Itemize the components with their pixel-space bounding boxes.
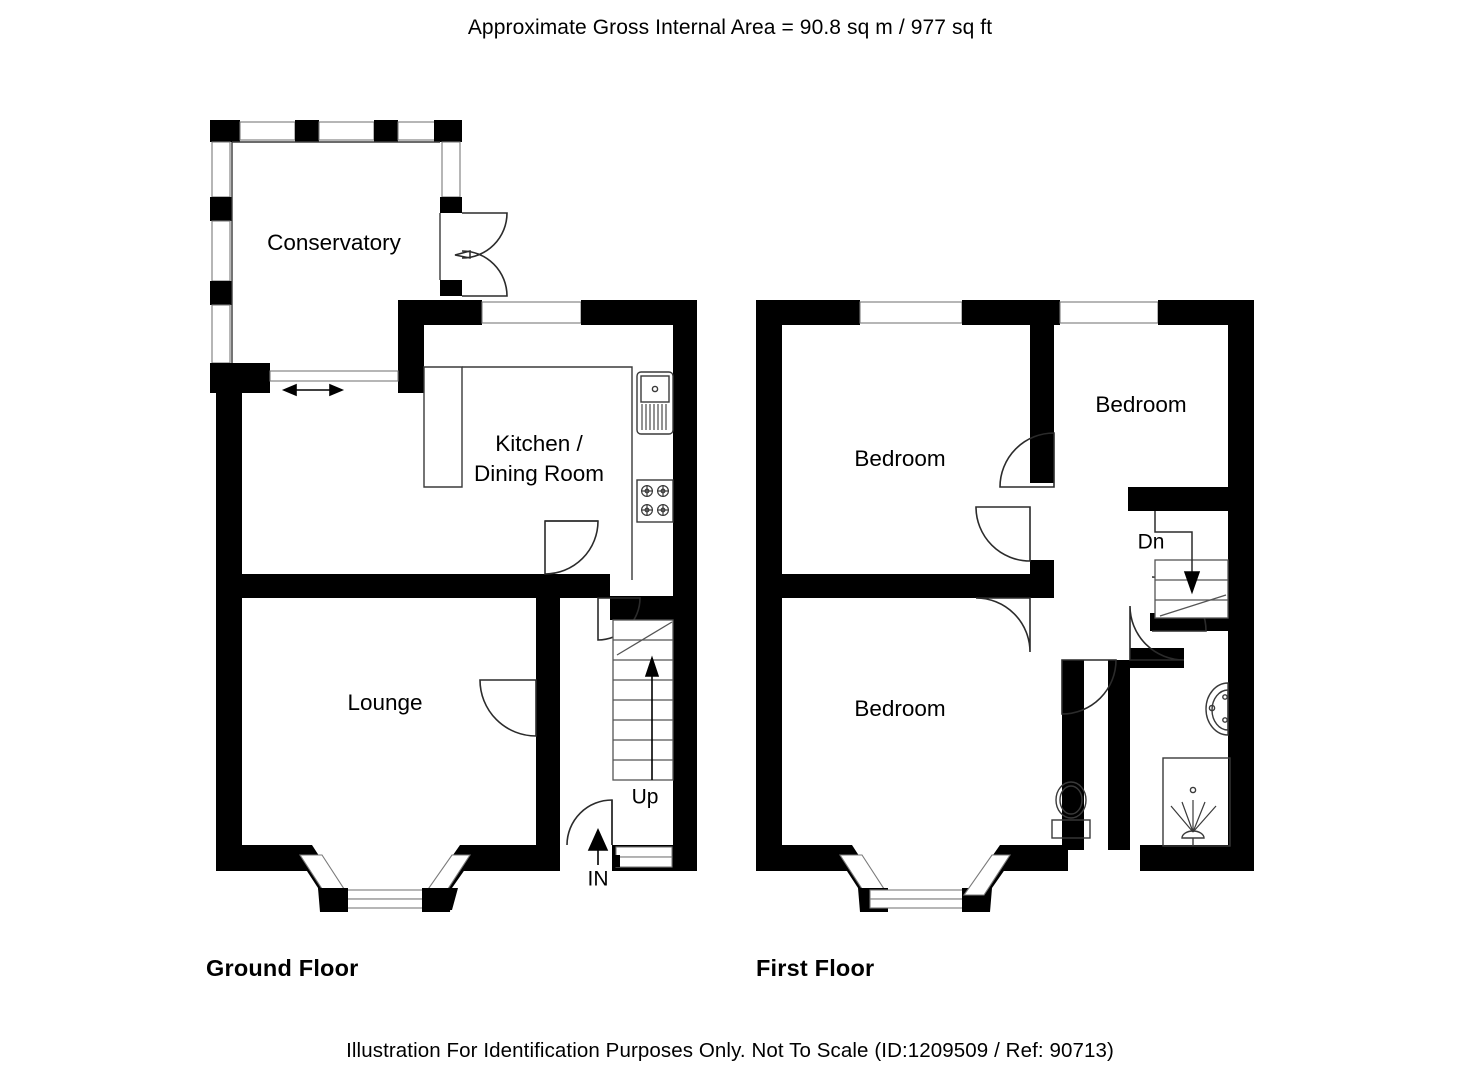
conservatory-french-door[interactable] [454,212,508,297]
wc-icon [1051,781,1091,839]
room-label-lounge: Lounge [347,690,422,715]
first-bay-window [830,845,1022,912]
room-label-bedroom-1: Bedroom [854,446,945,471]
conservatory-structure [210,120,462,393]
stair-down-label: Dn [1138,531,1165,554]
lounge-bay-window [290,845,482,912]
first-outer-walls [756,300,1254,871]
entrance-arrow-icon [587,828,609,865]
room-label-bedroom-3: Bedroom [854,696,945,721]
room-label-conservatory: Conservatory [267,230,402,255]
patio-sliding-door[interactable] [269,370,399,397]
ground-floor-caption: Ground Floor [206,955,359,981]
kitchen-counter [423,366,463,488]
entrance-in-label: IN [588,868,609,891]
footer-disclaimer: Illustration For Identification Purposes… [346,1039,1114,1062]
first-internal-walls [756,325,1254,850]
staircase-up [612,619,674,781]
lounge-door[interactable] [479,679,537,737]
first-floor-caption: First Floor [756,955,875,981]
conservatory-inner-line [231,141,441,363]
ground-floor-plan: Conservatory Kitchen / Dining Room Loung… [210,120,697,912]
first-floor-plan: Bedroom Bedroom Bedroom Dn [756,300,1254,912]
kitchen-worktop [462,366,633,580]
room-label-bedroom-2: Bedroom [1095,392,1186,417]
room-label-kitchen-line2: Dining Room [474,461,604,486]
stair-up-label: Up [632,786,659,809]
ground-internal-walls [216,574,673,845]
wash-basin-icon [1205,682,1229,736]
staircase-down [1154,511,1229,619]
kitchen-sink-icon [636,371,674,435]
front-door[interactable] [566,799,673,868]
kitchen-hob-icon [636,479,674,523]
shower-icon [1162,757,1231,847]
room-label-kitchen-line1: Kitchen / [495,431,583,456]
ground-outer-walls [216,300,697,871]
page-title: Approximate Gross Internal Area = 90.8 s… [467,16,993,39]
kitchen-door[interactable] [544,520,599,575]
